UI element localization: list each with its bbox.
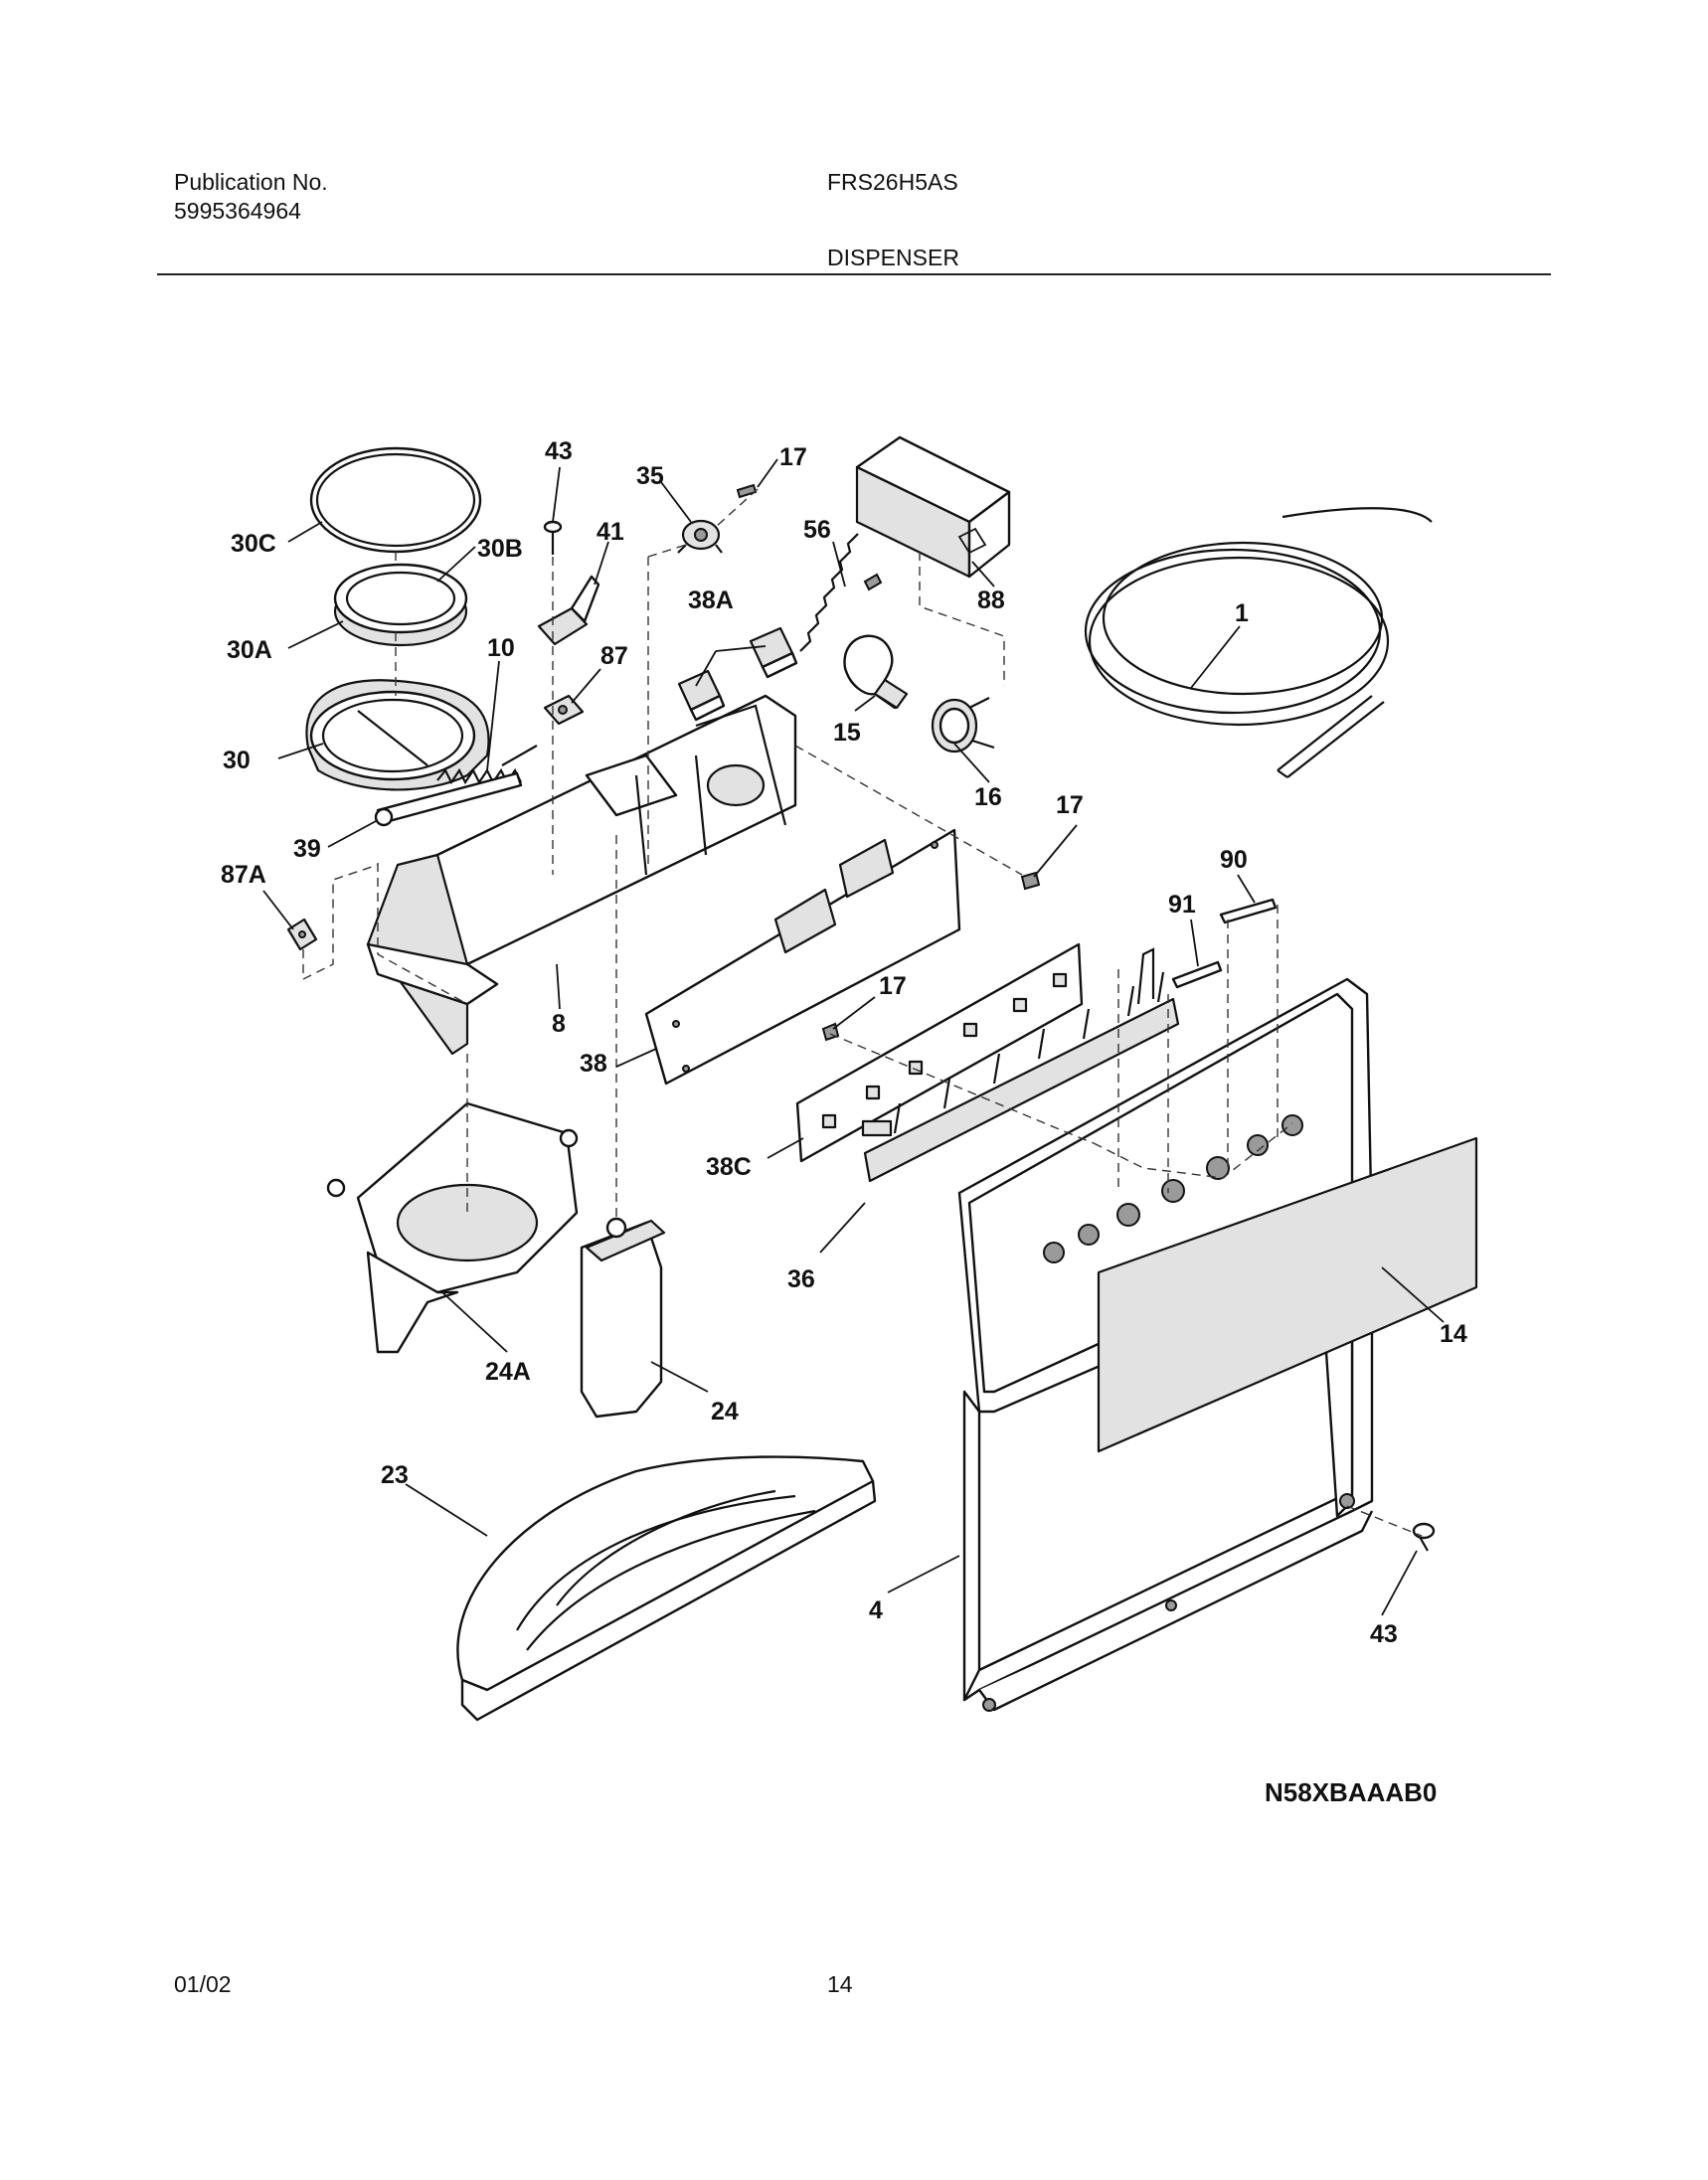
part-24-flap <box>580 1217 666 1419</box>
part-30-housing <box>305 679 490 791</box>
part-30c-gasket <box>309 446 482 554</box>
drawing-code: N58XBAAAB0 <box>1265 1777 1437 1807</box>
callout-24: 24 <box>711 1398 739 1425</box>
callout-56: 56 <box>803 516 831 544</box>
callout-43: 43 <box>545 437 573 465</box>
footer-date: 01/02 <box>174 1971 232 1997</box>
part-17-screw-top <box>736 483 758 499</box>
section-title: DISPENSER <box>827 245 959 270</box>
callout-16: 16 <box>974 783 1002 811</box>
callout-1: 1 <box>1235 599 1249 627</box>
part-41-bracket <box>537 575 600 646</box>
callout-10: 10 <box>487 634 515 662</box>
callout-36: 36 <box>787 1265 815 1293</box>
callout-14: 14 <box>1440 1320 1467 1348</box>
callout-30c: 30C <box>231 530 276 558</box>
callout-30a: 30A <box>227 636 272 664</box>
callout-91: 91 <box>1168 891 1196 919</box>
part-87a-clip <box>286 918 318 951</box>
part-43-screw <box>543 520 563 555</box>
part-39-rod <box>374 771 523 827</box>
callout-17: 17 <box>1056 791 1084 819</box>
callout-39: 39 <box>293 835 321 863</box>
callout-leaders <box>262 458 1445 1616</box>
callout-24a: 24A <box>485 1358 531 1386</box>
part-1-tubing <box>1084 507 1433 778</box>
callout-8: 8 <box>552 1010 566 1038</box>
part-56-spring <box>799 533 883 652</box>
part-90-91-levers <box>1171 898 1278 989</box>
part-38a-switches <box>677 626 798 722</box>
callout-87a: 87A <box>221 861 266 889</box>
callout-88: 88 <box>977 587 1005 614</box>
callout-17: 17 <box>879 972 907 1000</box>
callout-87: 87 <box>600 642 628 670</box>
callout-38c: 38C <box>706 1153 752 1181</box>
part-87-clip <box>543 694 585 726</box>
publication-label: Publication No. <box>174 169 328 195</box>
part-35-actuator <box>677 519 723 554</box>
part-23-tray <box>456 1455 877 1722</box>
assembly-guide-lines <box>302 488 1423 1537</box>
header-divider <box>157 273 1551 275</box>
callout-41: 41 <box>597 518 624 546</box>
part-14-overlay <box>1097 1136 1478 1453</box>
part-15-bulb <box>843 634 909 710</box>
callout-38: 38 <box>580 1050 607 1078</box>
callout-35: 35 <box>636 462 664 490</box>
callout-4: 4 <box>869 1596 883 1624</box>
part-38-board <box>644 828 961 1086</box>
part-24a-chute <box>326 1101 579 1354</box>
callout-15: 15 <box>833 719 861 747</box>
publication-number: 5995364964 <box>174 198 301 224</box>
callout-90: 90 <box>1220 846 1248 874</box>
callout-23: 23 <box>381 1461 409 1489</box>
part-88-module <box>855 435 1011 579</box>
callout-labels: 43 35 17 30C 30B 41 56 88 38A 30A 10 87 … <box>221 437 1467 1807</box>
part-30a-30b-cover <box>333 563 468 647</box>
callout-17: 17 <box>779 443 807 471</box>
callout-43: 43 <box>1370 1620 1398 1648</box>
callout-38a: 38A <box>688 587 734 614</box>
part-16-socket <box>931 697 995 754</box>
callout-30: 30 <box>223 747 251 774</box>
model-number: FRS26H5AS <box>827 169 958 195</box>
footer-page-number: 14 <box>827 1971 853 1997</box>
part-8-housing <box>366 694 797 1056</box>
part-4-bezel <box>957 977 1374 1712</box>
part-43-screw-bottom <box>1412 1522 1436 1552</box>
part-38c-board <box>795 942 1084 1163</box>
part-36-levers <box>863 947 1180 1183</box>
callout-30b: 30B <box>477 535 523 563</box>
